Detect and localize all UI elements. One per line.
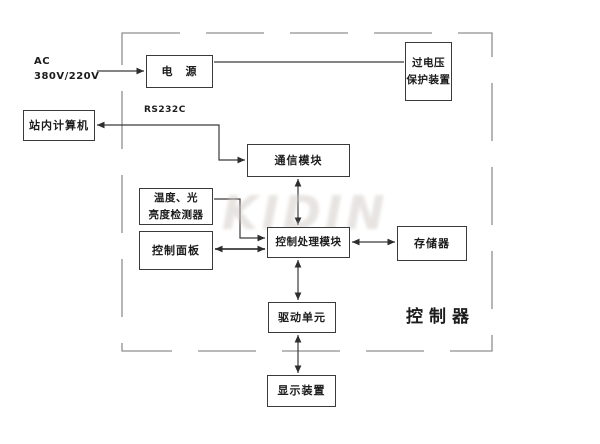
drive-unit-box: 驱动单元	[268, 302, 336, 333]
display-device-box: 显示装置	[267, 375, 336, 407]
controller-boundary-dashed	[121, 32, 493, 352]
rs232c-label: RS232C	[144, 105, 186, 115]
station-computer-box: 站内计算机	[23, 110, 95, 141]
memory-box: 存储器	[397, 226, 467, 261]
communication-module-box: 通信模块	[247, 144, 350, 177]
power-supply-box: 电 源	[146, 55, 213, 88]
wire-computer-to-comm	[97, 121, 245, 164]
control-processing-module-box: 控制处理模块	[267, 227, 350, 258]
overvoltage-protection-box: 过电压 保护装置	[405, 42, 452, 101]
ac-input-label: AC 380V/220V	[34, 56, 100, 82]
wire-detector-to-processing	[214, 198, 265, 242]
control-panel-box: 控制面板	[139, 231, 213, 270]
controller-region-label: 控制器	[406, 307, 475, 327]
temp-light-detector-box: 温度、光 亮度检测器	[139, 188, 213, 225]
